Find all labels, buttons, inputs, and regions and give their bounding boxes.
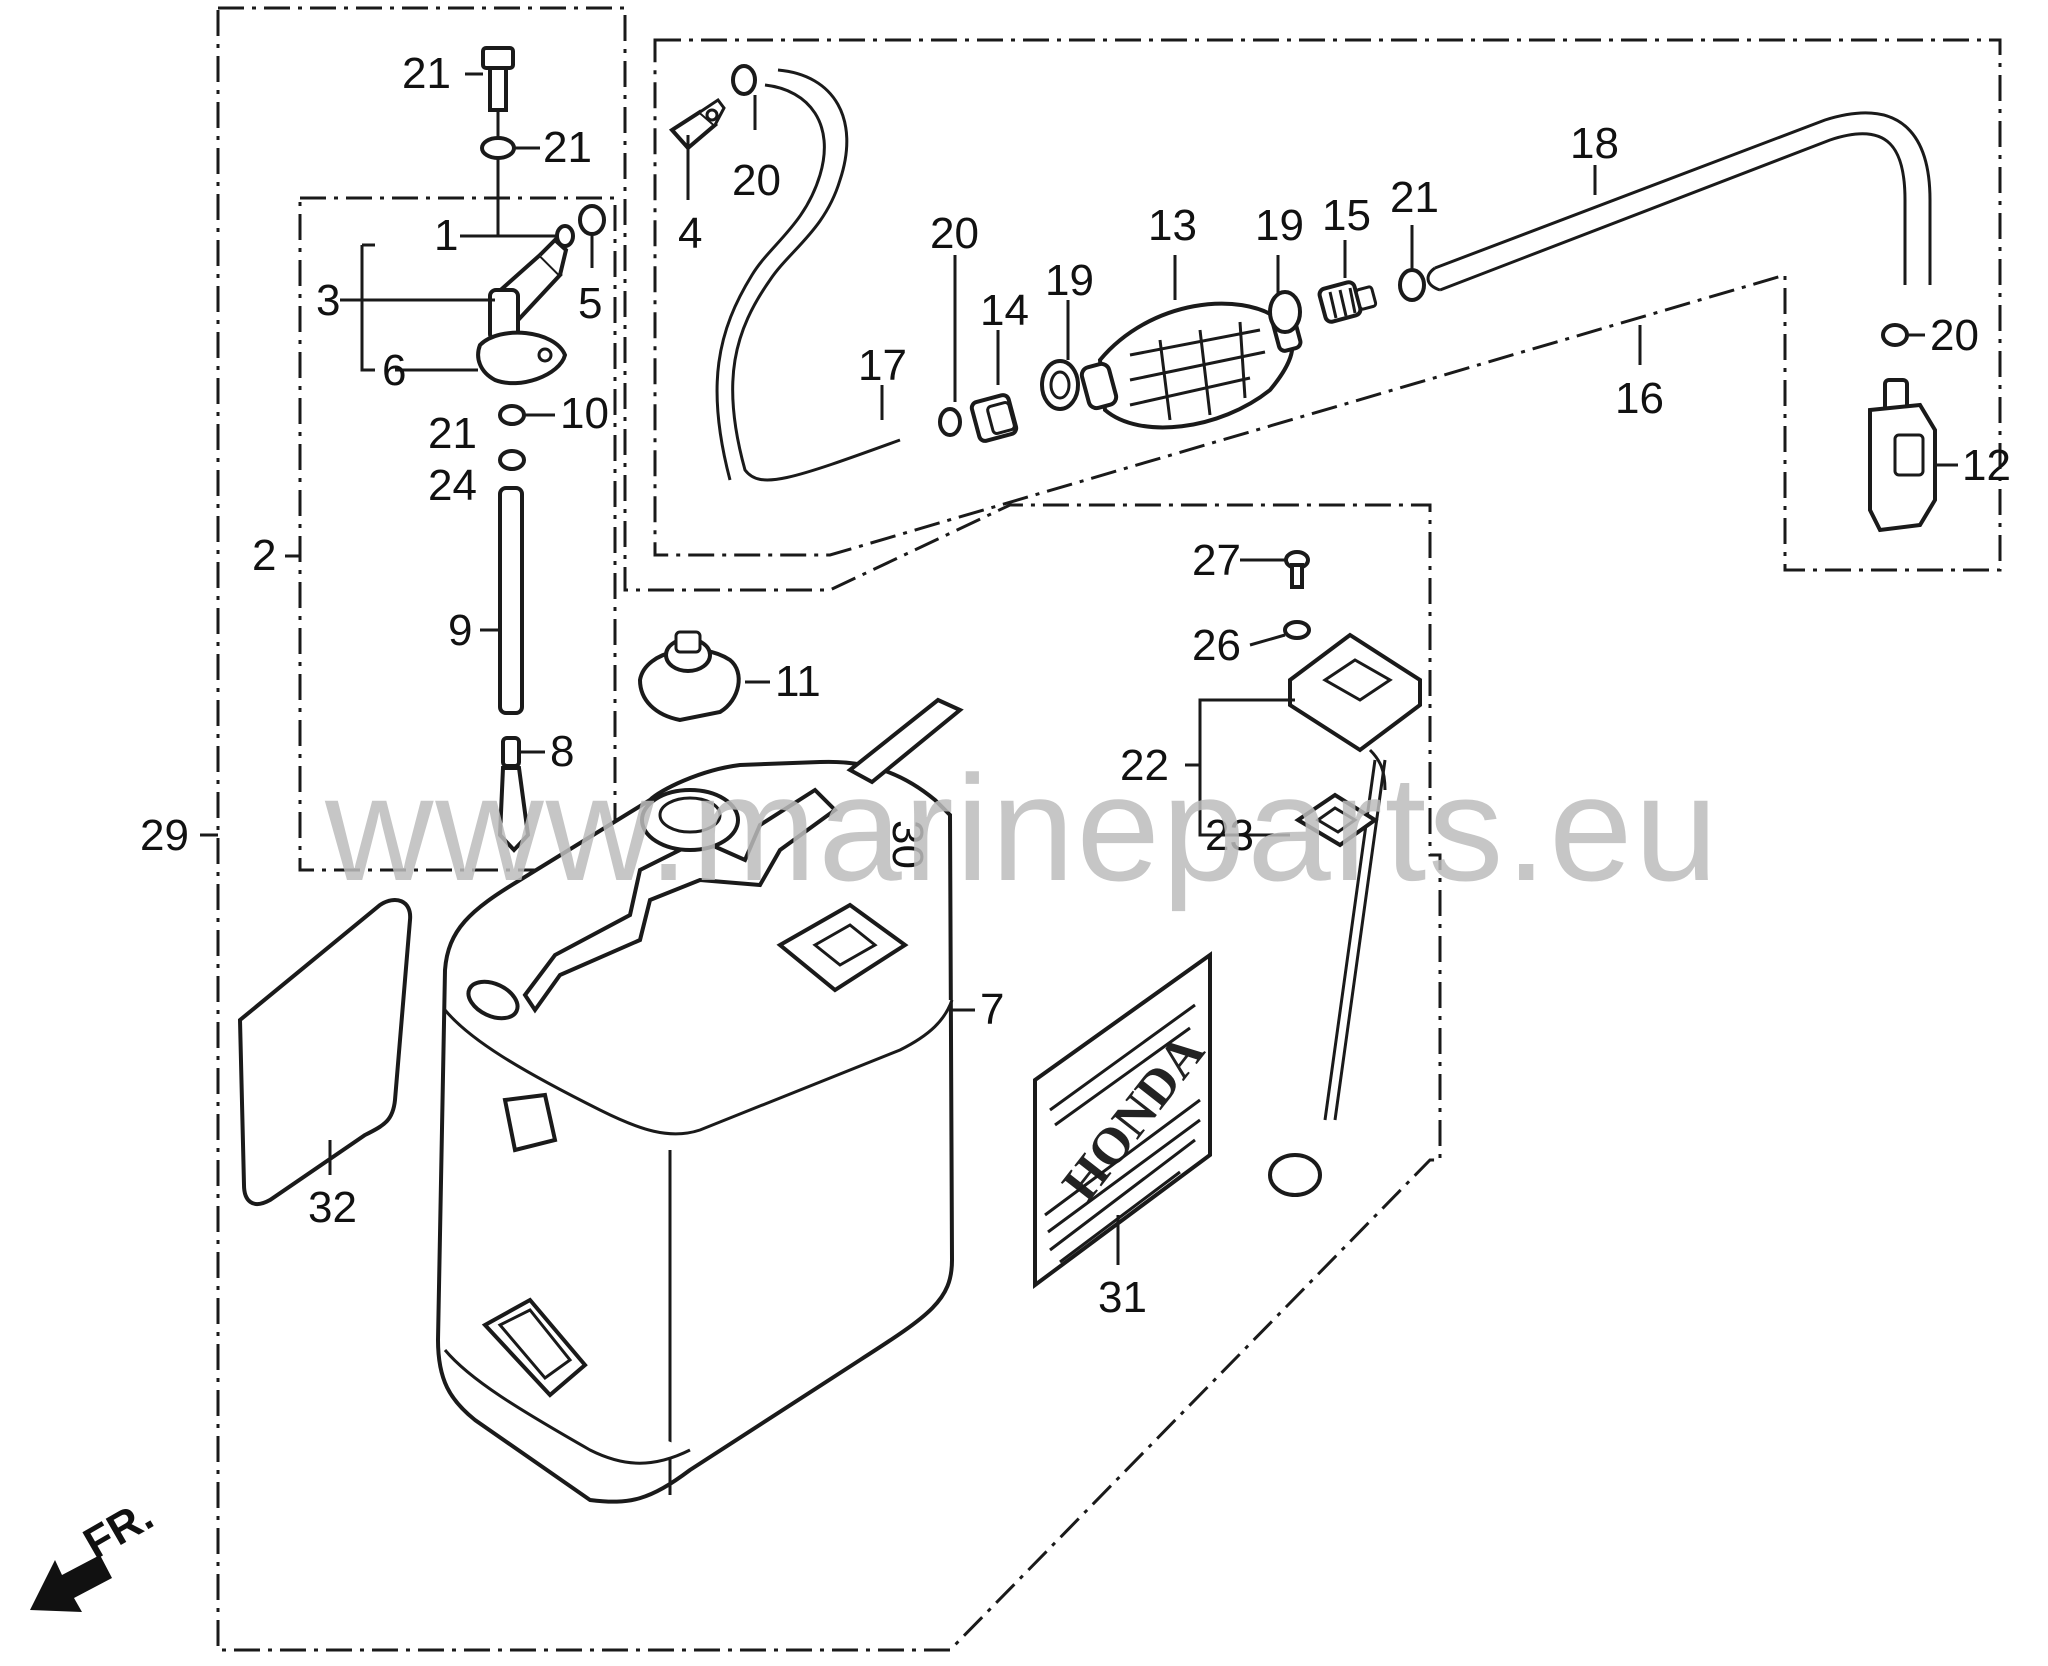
tank-cap-part-11 bbox=[637, 630, 741, 723]
cap-part-5 bbox=[578, 204, 606, 236]
callout-labels: 21 21 1 3 5 6 10 21 24 2 9 8 29 11 30 7 … bbox=[140, 49, 2011, 1322]
joint-part-3 bbox=[488, 237, 569, 342]
callout-32: 32 bbox=[308, 1183, 357, 1232]
gasket-part-23 bbox=[1294, 792, 1379, 848]
group-16-outline bbox=[653, 38, 2002, 572]
callout-17: 17 bbox=[858, 341, 907, 390]
clip-part-20-left bbox=[1398, 268, 1426, 302]
callout-2: 2 bbox=[252, 531, 276, 580]
callout-28: 24 bbox=[428, 461, 477, 510]
callout-21-joint: 21 bbox=[428, 409, 477, 458]
callout-13: 13 bbox=[1148, 201, 1197, 250]
hose-part-17 bbox=[731, 68, 901, 482]
callout-5: 5 bbox=[578, 279, 602, 328]
clip-part-21-joint bbox=[498, 449, 526, 471]
callout-8: 8 bbox=[550, 727, 574, 776]
callout-29: 29 bbox=[140, 811, 189, 860]
leader-lines bbox=[200, 72, 1958, 1265]
hose-part-17-inner bbox=[715, 83, 826, 481]
fitting-part-14 bbox=[969, 393, 1019, 443]
callout-20-right: 20 bbox=[1930, 311, 1979, 360]
bolt-part-24 bbox=[481, 46, 515, 112]
hose-part-18 bbox=[1439, 132, 1907, 292]
callout-31: 31 bbox=[1098, 1273, 1147, 1322]
callout-21-top: 20 bbox=[732, 156, 781, 205]
screw-part-27 bbox=[1284, 550, 1310, 589]
clip-part-21-mid bbox=[938, 407, 962, 437]
ring-part-19-right bbox=[1268, 290, 1302, 334]
callout-26: 26 bbox=[1192, 621, 1241, 670]
callout-10: 10 bbox=[560, 389, 609, 438]
callout-25: 21 bbox=[543, 123, 592, 172]
callout-16: 16 bbox=[1615, 374, 1664, 423]
fuel-tank-part-7 bbox=[435, 759, 955, 1504]
connector-part-12 bbox=[1868, 378, 1937, 533]
primer-bulb-part-13 bbox=[1079, 301, 1303, 430]
watermark-text: www.marineparts.eu bbox=[324, 744, 1720, 912]
label-part-32 bbox=[237, 898, 413, 1206]
fitting-part-15 bbox=[1317, 280, 1378, 324]
callout-19-left: 19 bbox=[1045, 256, 1094, 305]
callout-24: 21 bbox=[402, 49, 451, 98]
callout-30: 30 bbox=[883, 820, 932, 869]
clip-part-20-right bbox=[1881, 323, 1909, 347]
callout-27: 27 bbox=[1192, 536, 1241, 585]
label-part-30 bbox=[846, 697, 964, 785]
washer-part-25 bbox=[480, 136, 516, 160]
callout-3: 3 bbox=[316, 276, 340, 325]
callout-7: 7 bbox=[980, 985, 1004, 1034]
decal-part-31: HONDA bbox=[1033, 951, 1216, 1289]
callout-20-left: 21 bbox=[1390, 173, 1439, 222]
callout-1: 1 bbox=[434, 211, 458, 260]
callout-19-right: 19 bbox=[1255, 201, 1304, 250]
strainer-part-8 bbox=[497, 736, 531, 853]
callout-22: 22 bbox=[1120, 741, 1169, 790]
callout-23: 23 bbox=[1205, 811, 1254, 860]
connector-part-4 bbox=[668, 97, 726, 151]
oring-part-10 bbox=[498, 404, 526, 426]
clip-part-21-top bbox=[731, 64, 757, 96]
tube-part-9 bbox=[498, 486, 524, 715]
front-direction-arrow-icon: FR. bbox=[30, 1491, 161, 1612]
callout-6: 6 bbox=[382, 346, 406, 395]
callout-4: 4 bbox=[678, 209, 702, 258]
callout-11: 11 bbox=[775, 657, 821, 706]
callout-18: 18 bbox=[1570, 119, 1619, 168]
front-direction-label: FR. bbox=[76, 1491, 162, 1569]
callout-12: 12 bbox=[1962, 441, 2011, 490]
hose-part-18-inner bbox=[1434, 111, 1932, 285]
group-29-outline bbox=[216, 6, 1442, 1652]
callout-9: 9 bbox=[448, 606, 472, 655]
callout-15: 15 bbox=[1322, 191, 1371, 240]
callout-21-mid: 20 bbox=[930, 209, 979, 258]
washer-part-26 bbox=[1283, 620, 1311, 640]
base-part-6 bbox=[476, 330, 568, 386]
gauge-assembly-part-22 bbox=[1268, 632, 1422, 1197]
callout-14: 14 bbox=[980, 286, 1029, 335]
